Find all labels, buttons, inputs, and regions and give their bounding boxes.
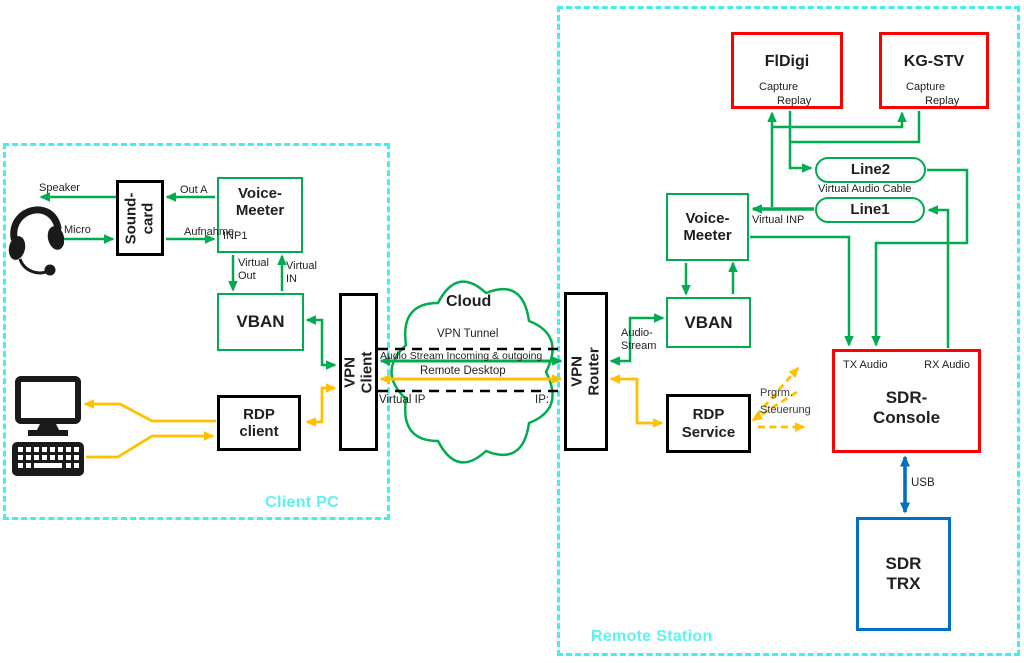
edge-rx-to-kgstv — [772, 111, 907, 129]
ip-label: IP: — [535, 394, 550, 406]
sdr-console-label: SDR- Console — [872, 388, 941, 427]
keyboard-icon — [11, 441, 85, 482]
node-vban-right: VBAN — [666, 297, 751, 348]
client-pc-region: Client PC — [3, 143, 390, 520]
usb-label: USB — [911, 477, 935, 489]
vban-left-label: VBAN — [236, 312, 285, 332]
voicemeeter-right-label: Voice- Meeter — [683, 209, 732, 244]
speaker-label: Speaker — [39, 182, 80, 194]
node-voicemeeter-right: Voice- Meeter — [666, 193, 749, 261]
virtual-inp-label: Virtual INP — [752, 214, 805, 226]
voicemeeter-left-label: Voice- Meeter — [235, 185, 285, 220]
virtual-audio-cable-label: Virtual Audio Cable — [818, 183, 912, 195]
node-vpn-client: VPN Client — [339, 293, 378, 451]
edge-rdp-to-monitor — [83, 399, 216, 423]
sdr-console-rx-label: RX Audio — [924, 359, 970, 371]
edge-keyboard-to-rdp — [86, 431, 215, 459]
cloud-title: Cloud — [446, 293, 492, 310]
audio-stream-label: Audio- Stream — [621, 327, 657, 352]
cloud-shape — [390, 280, 554, 464]
kg-stv-replay-label: Replay — [925, 95, 960, 107]
edge-router-rdpservice — [609, 374, 664, 428]
client-pc-label: Client PC — [265, 494, 339, 511]
node-vban-left: VBAN — [217, 293, 304, 351]
remote-station-region: Remote Station — [557, 6, 1020, 656]
sdr-trx-label: SDR TRX — [885, 554, 922, 593]
kg-stv-capture-label: Capture — [906, 81, 946, 93]
edge-prgrm-down — [751, 390, 798, 422]
headset-icon — [6, 192, 65, 283]
prgrm-steuerung-label: Prgrm. Steuerung — [760, 387, 811, 416]
fldigi-capture-label: Capture — [759, 81, 799, 93]
kg-stv-label: KG-STV — [903, 53, 965, 70]
edge-rdpclient-vpnclient — [305, 383, 337, 427]
edge-vmr-to-sdr-tx — [750, 235, 854, 347]
remote-desktop-label: Remote Desktop — [420, 365, 506, 377]
soundcard-label: Sound- card — [122, 192, 157, 244]
node-fldigi: FlDigi Capture Replay — [731, 32, 843, 109]
edge-router-vban — [609, 313, 665, 366]
fldigi-replay-label: Replay — [777, 95, 812, 107]
node-voicemeeter-left: Voice- Meeter INP1 — [217, 177, 303, 253]
edge-vban-vpnclient — [305, 315, 337, 370]
remote-station-label: Remote Station — [591, 628, 713, 645]
node-rdp-client: RDP client — [217, 395, 301, 451]
vpn-tunnel-label: VPN Tunnel — [437, 328, 499, 340]
virtual-ip-label: Virtual IP — [379, 394, 426, 406]
edge-sdr-rx-to-line1 — [927, 205, 950, 348]
node-line1: Line1 — [815, 197, 925, 223]
edge-line2-to-sdr-tx — [871, 168, 969, 347]
aufnahme-label: Aufnahme — [184, 226, 235, 238]
rdp-client-label: RDP client — [239, 405, 279, 440]
micro-label: Micro — [64, 224, 91, 236]
voicemeeter-left-port-inp1: INP1 — [223, 230, 248, 242]
audio-stream-tunnel-label: Audio Stream Incoming & outgoing — [380, 350, 543, 362]
node-rdp-service: RDP Service — [666, 394, 751, 453]
edge-kgstv-merge — [791, 111, 921, 144]
vban-right-label: VBAN — [684, 312, 733, 332]
virtual-out-label: Virtual Out — [238, 257, 269, 282]
sdr-console-tx-label: TX Audio — [843, 359, 888, 371]
node-line2: Line2 — [815, 157, 926, 183]
monitor-icon — [15, 376, 81, 443]
line1-label: Line1 — [850, 201, 890, 219]
vpn-router-label: VPN Router — [568, 347, 603, 396]
node-sdr-trx: SDR TRX — [856, 517, 951, 631]
vpn-client-label: VPN Client — [341, 351, 375, 393]
node-soundcard: Sound- card — [116, 180, 164, 256]
node-vpn-router: VPN Router — [564, 292, 608, 451]
node-kg-stv: KG-STV Capture Replay — [879, 32, 989, 109]
rdp-service-label: RDP Service — [681, 406, 736, 441]
node-sdr-console: SDR- Console TX Audio RX Audio — [832, 349, 981, 453]
fldigi-label: FlDigi — [764, 53, 810, 70]
edge-fldigi-to-line2 — [788, 111, 813, 173]
out-a-label: Out A — [180, 184, 208, 196]
line2-label: Line2 — [850, 161, 891, 179]
virtual-in-label: Virtual IN — [286, 260, 317, 285]
